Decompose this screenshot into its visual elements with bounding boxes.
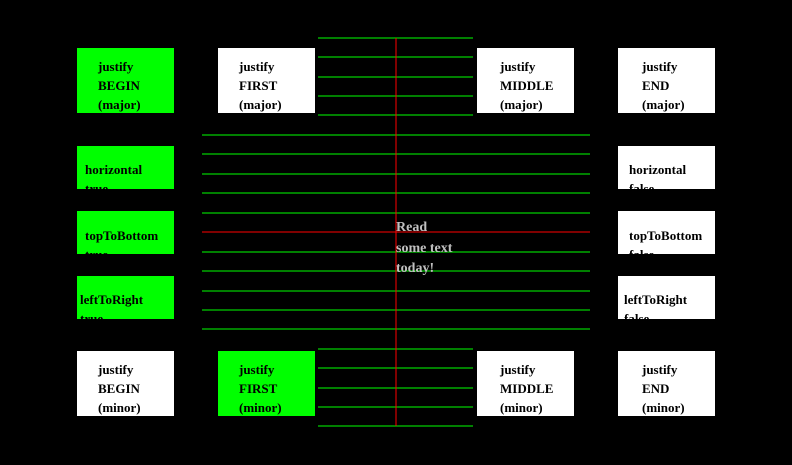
- toggle-value: true: [85, 245, 174, 254]
- leftToRight-true-toggle[interactable]: leftToRight true: [77, 276, 174, 319]
- text-line: Read: [396, 220, 428, 235]
- button-label: (minor): [98, 400, 141, 415]
- button-label: (major): [642, 97, 685, 112]
- button-label: (major): [98, 97, 141, 112]
- leftToRight-false-toggle[interactable]: leftToRight false: [618, 276, 715, 319]
- toggle-label: topToBottom: [629, 228, 703, 243]
- toggle-label: horizontal: [629, 162, 687, 177]
- read-some-text: Read some text today!: [396, 218, 452, 280]
- horizontal-true-toggle[interactable]: horizontal true: [77, 146, 174, 189]
- toggle-label: leftToRight: [80, 292, 144, 307]
- button-label: justify: [98, 59, 134, 74]
- button-label: (minor): [500, 400, 543, 415]
- button-label: FIRST: [239, 78, 278, 93]
- button-label: justify: [642, 362, 678, 377]
- justify-end-major-button[interactable]: justify END (major): [618, 48, 715, 113]
- justify-begin-minor-button[interactable]: justify BEGIN (minor): [77, 351, 174, 416]
- button-label: justify: [239, 362, 275, 377]
- text-line: some text: [396, 240, 453, 256]
- button-label: justify: [642, 59, 678, 74]
- button-label: (major): [500, 97, 543, 112]
- button-label: END: [642, 381, 670, 396]
- button-label: FIRST: [239, 381, 278, 396]
- toggle-value: false: [624, 311, 650, 319]
- toggle-label: topToBottom: [85, 228, 159, 243]
- toggle-value: false: [629, 245, 715, 254]
- button-label: (major): [239, 97, 282, 112]
- toggle-value: false: [629, 181, 655, 189]
- button-label: justify: [239, 59, 275, 74]
- toggle-value: true: [85, 181, 109, 189]
- toggle-label: horizontal: [85, 162, 143, 177]
- toggle-label: leftToRight: [624, 292, 688, 307]
- justify-middle-major-button[interactable]: justify MIDDLE (major): [477, 48, 574, 113]
- button-label: MIDDLE: [500, 78, 554, 93]
- button-label: BEGIN: [98, 78, 140, 93]
- button-label: justify: [98, 362, 134, 377]
- topToBottom-true-toggle[interactable]: topToBottom true: [77, 211, 174, 254]
- button-label: justify: [500, 362, 536, 377]
- topToBottom-false-toggle[interactable]: topToBottom false: [618, 211, 715, 254]
- button-label: (minor): [642, 400, 685, 415]
- button-label: END: [642, 78, 670, 93]
- justify-begin-major-button[interactable]: justify BEGIN (major): [77, 48, 174, 113]
- button-label: (minor): [239, 400, 282, 415]
- button-label: MIDDLE: [500, 381, 554, 396]
- horizontal-false-toggle[interactable]: horizontal false: [618, 146, 715, 189]
- justify-end-minor-button[interactable]: justify END (minor): [618, 351, 715, 416]
- button-label: BEGIN: [98, 381, 140, 396]
- justify-first-minor-button[interactable]: justify FIRST (minor): [218, 351, 315, 416]
- button-label: justify: [500, 59, 536, 74]
- justify-middle-minor-button[interactable]: justify MIDDLE (minor): [477, 351, 574, 416]
- toggle-value: true: [80, 311, 104, 319]
- text-line: today!: [396, 261, 435, 276]
- justify-first-major-button[interactable]: justify FIRST (major): [218, 48, 315, 113]
